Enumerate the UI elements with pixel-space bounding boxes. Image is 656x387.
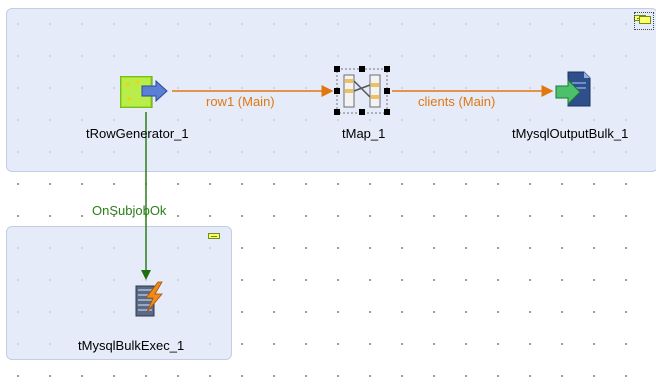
svg-text:✶: ✶ [124, 81, 132, 91]
row-generator-icon[interactable]: ✶ ✶ ✶ [120, 76, 172, 108]
clients-link-label[interactable]: clients (Main) [418, 94, 496, 109]
mysql-output-bulk-icon[interactable] [554, 70, 594, 110]
subjob-collapse-button[interactable] [208, 233, 220, 239]
tmap-icon[interactable] [332, 65, 392, 117]
row-generator-label: tRowGenerator_1 [86, 126, 189, 141]
on-subjob-ok-link-label[interactable]: OnSubjobOk [92, 203, 167, 218]
mysql-bulk-exec-icon[interactable] [132, 280, 168, 320]
tmap-label: tMap_1 [342, 126, 386, 141]
subjob-resize-handle[interactable] [634, 12, 654, 30]
on-subjob-ok-arrowhead [141, 270, 151, 280]
svg-text:✶: ✶ [134, 78, 141, 87]
mysql-output-bulk-label: tMysqlOutputBulk_1 [512, 126, 629, 141]
mysql-bulk-exec-label: tMysqlBulkExec_1 [78, 338, 185, 353]
svg-text:✶: ✶ [126, 95, 133, 104]
subjob-bulk-exec[interactable] [6, 226, 232, 360]
row1-link-label[interactable]: row1 (Main) [206, 94, 275, 109]
